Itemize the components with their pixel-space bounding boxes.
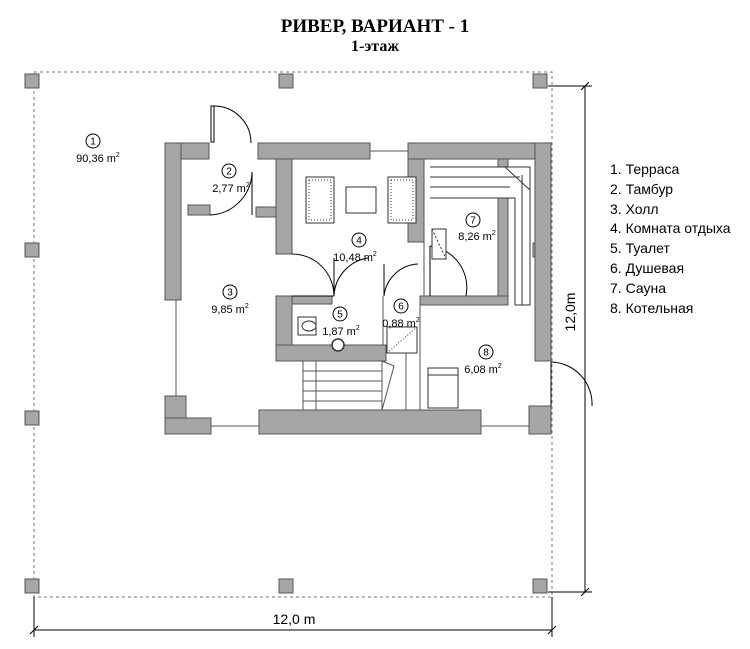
walls	[164, 142, 552, 435]
legend-item: 3. Холл	[610, 200, 659, 217]
legend-item: 2. Тамбур	[610, 180, 674, 197]
wall	[419, 295, 509, 306]
room-number: 1	[90, 137, 96, 148]
room-number-marker	[351, 232, 367, 248]
wall	[258, 409, 482, 435]
door-leaf	[210, 105, 215, 143]
plan-subtitle: 1-этаж	[351, 38, 399, 55]
legend-item: 1. Терраса	[610, 161, 680, 177]
legend-item: 7. Сауна	[610, 279, 666, 296]
terrace-outline	[33, 71, 553, 598]
room-area: 6,08 m2	[464, 363, 502, 376]
door-swing	[333, 257, 369, 297]
room-area: 2,77 m2	[212, 182, 250, 195]
wall	[275, 344, 387, 362]
wall	[257, 142, 371, 160]
legend-item: 8. Котельная	[610, 299, 694, 316]
room-number: 6	[398, 302, 404, 313]
doors	[209, 105, 593, 407]
width-dimension: 12,0 m	[273, 611, 316, 627]
room-number-marker	[221, 163, 237, 179]
door-swing	[550, 361, 593, 407]
door-swing	[209, 171, 253, 216]
wall	[164, 142, 182, 301]
room-number-marker	[465, 212, 481, 228]
post	[532, 578, 548, 594]
room-number: 5	[337, 310, 343, 321]
room-legend: 1. Терраса 2. Тамбур 3. Холл 4. Комната …	[610, 160, 731, 318]
room-labels: 1 90,36 m2 2 2,77 m2 3 9,85 m2 4 10,48 m2 5 1,87 …	[76, 133, 502, 376]
room-area: 90,36 m2	[76, 152, 120, 165]
room-area: 0,88 m2	[382, 317, 420, 330]
stair	[302, 360, 395, 411]
post	[24, 73, 40, 89]
room-number-marker	[222, 284, 238, 300]
legend-item: 5. Туалет	[610, 240, 670, 257]
furniture	[297, 166, 531, 409]
wall	[164, 417, 212, 435]
wall	[528, 405, 552, 435]
room-number-marker	[85, 133, 101, 149]
thin-lines	[175, 150, 529, 427]
post	[532, 73, 548, 89]
sofa	[305, 176, 335, 224]
boiler	[427, 367, 459, 409]
dimension-lines	[29, 81, 592, 637]
legend-item: 6. Душевая	[610, 259, 685, 276]
height-dimension: 12,0m	[562, 293, 578, 332]
post	[24, 410, 40, 426]
room-number: 2	[226, 167, 232, 178]
room-area: 8,26 m2	[458, 230, 496, 243]
room-number: 7	[470, 216, 476, 227]
wall	[407, 142, 552, 160]
wall	[291, 295, 333, 305]
sofa	[387, 176, 417, 224]
room-number-marker	[478, 344, 494, 360]
room-area: 9,85 m2	[211, 303, 249, 316]
wall	[255, 206, 277, 218]
door-swing	[383, 263, 419, 297]
post	[24, 242, 40, 258]
room-number: 4	[356, 236, 362, 247]
legend-item: 4. Комната отдыха	[610, 220, 731, 237]
room-number-marker	[393, 298, 409, 314]
room-area: 10,48 m2	[333, 251, 377, 264]
room-number: 3	[227, 288, 233, 299]
wall	[187, 204, 211, 216]
sink	[331, 338, 345, 352]
room-number: 8	[483, 348, 489, 359]
room-number-marker	[332, 306, 348, 322]
door-swing	[291, 253, 335, 297]
door-swing	[213, 105, 252, 144]
wall	[534, 142, 552, 362]
post	[24, 578, 40, 594]
post	[278, 73, 294, 89]
post	[278, 578, 294, 594]
wall	[275, 158, 293, 255]
room-area: 1,87 m2	[322, 325, 360, 338]
plan-title: РИВЕР, ВАРИАНТ - 1	[280, 16, 470, 37]
table	[345, 186, 377, 214]
